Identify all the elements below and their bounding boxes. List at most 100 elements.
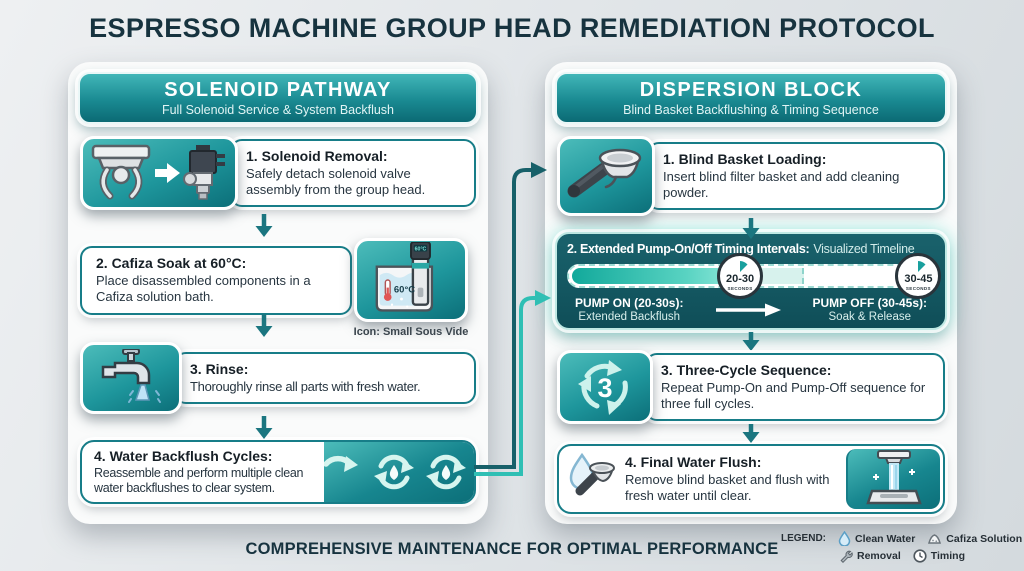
- step-body: Safely detach solenoid valve assembly fr…: [246, 165, 426, 197]
- step-body: Repeat Pump-On and Pump-Off sequence for…: [661, 379, 926, 411]
- faucet-icon: [80, 342, 182, 414]
- flush-graphic: [866, 450, 922, 505]
- group-head-removal-graphic: [91, 144, 225, 200]
- clock-badge-pump-off: 30-45 SECONDS: [895, 253, 942, 299]
- down-arrow-icon: [742, 218, 760, 239]
- sous-vide-graphic: 60°C 60°C: [375, 242, 434, 312]
- cycle-count-graphic: 3: [578, 360, 628, 415]
- recycle-droplets-graphic: [324, 454, 466, 490]
- page-title: ESPRESSO MACHINE GROUP HEAD REMEDIATION …: [89, 13, 935, 43]
- step-heading: 4. Final Water Flush:: [625, 454, 762, 471]
- pump-off-subtitle: Soak & Release: [828, 311, 911, 323]
- pump-on-block: PUMP ON (20-30s): Extended Backflush: [575, 296, 683, 323]
- wrench-icon: [840, 550, 853, 563]
- legend-item-cafiza-solution: Cafiza Solution: [927, 532, 1022, 545]
- timing-intervals-panel: 2. Extended Pump-On/Off Timing Intervals…: [555, 232, 947, 330]
- legend-item-label: Clean Water: [855, 532, 916, 545]
- legend-label: LEGEND:: [781, 533, 826, 544]
- sous-vide-caption: Icon: Small Sous Vide: [353, 326, 469, 338]
- clock-wedge-icon: [918, 261, 926, 272]
- solenoid-pathway-header: SOLENOID PATHWAY Full Solenoid Service &…: [78, 72, 478, 124]
- column-title: DISPERSION BLOCK: [639, 78, 863, 101]
- water-drop-icon: [838, 531, 851, 546]
- clock-badge-value: 30-45: [904, 273, 933, 285]
- legend-item-label: Timing: [930, 550, 966, 562]
- device: 60°C: [410, 242, 431, 306]
- step-card: 4. Water Backflush Cycles: Reassemble an…: [82, 442, 324, 502]
- down-arrow-icon: [255, 314, 273, 337]
- clock-badge-pump-on: 20-30 SECONDS: [717, 253, 764, 299]
- clock-wedge-icon: [740, 261, 748, 272]
- step-body: Remove blind basket and flush with fresh…: [625, 472, 830, 504]
- down-arrow-icon: [742, 424, 760, 443]
- step-row-blind-basket-loading: 1. Blind Basket Loading: Insert blind fi…: [557, 136, 945, 216]
- step-card: 1. Blind Basket Loading: Insert blind fi…: [647, 141, 945, 211]
- pump-on-subtitle: Extended Backflush: [578, 311, 681, 323]
- pump-off-title: PUMP OFF (30-45s):: [812, 296, 927, 310]
- legend-item-label: Removal: [857, 550, 901, 562]
- legend-item-removal: Removal: [839, 549, 901, 563]
- step-heading: 3. Three-Cycle Sequence:: [661, 361, 832, 378]
- cycle-count-number: 3: [597, 373, 612, 403]
- step-heading: 2. Cafiza Soak at 60°C:: [96, 255, 247, 271]
- step-body: Insert blind filter basket and add clean…: [663, 168, 900, 200]
- portafilter-graphic: [567, 148, 642, 198]
- three-cycle-arrows-icon: 3: [557, 350, 653, 424]
- step-body: Reassemble and perform multiple clean wa…: [94, 465, 304, 496]
- device-temp-display: 60°C: [415, 247, 427, 253]
- down-arrow-icon: [742, 332, 760, 351]
- group-head-flush-icon: [846, 449, 940, 509]
- legend-item-label: Cafiza Solution: [946, 532, 1023, 545]
- legend-row-2: Removal Timing: [839, 549, 1022, 563]
- step-card: 3. Three-Cycle Sequence: Repeat Pump-On …: [645, 352, 945, 422]
- portafilter-icon: [557, 136, 655, 216]
- down-arrow-icon: [255, 214, 273, 237]
- step-heading: 4. Water Backflush Cycles:: [94, 447, 273, 464]
- column-subtitle: Blind Basket Backflushing & Timing Seque…: [623, 102, 879, 117]
- drop-portafilter-graphic: [569, 452, 615, 496]
- down-arrow-icon: [255, 416, 273, 439]
- step-heading: 1. Solenoid Removal:: [246, 147, 388, 164]
- right-arrow-icon: [716, 303, 781, 316]
- faucet-graphic: [101, 349, 161, 403]
- step-row-water-backflush: 4. Water Backflush Cycles: Reassemble an…: [80, 440, 476, 504]
- legend-row-1: LEGEND: Clean Water Cafiza Solution: [781, 531, 1022, 546]
- water-temp-label: 60°C: [394, 284, 415, 295]
- step-heading: 3. Rinse:: [190, 360, 249, 377]
- clock-badge-value: 20-30: [726, 273, 755, 285]
- step-card: 1. Solenoid Removal: Safely detach solen…: [230, 138, 476, 208]
- group-head-to-solenoid-valve-icon: [80, 136, 238, 210]
- timing-heading-rest: Visualized Timeline: [813, 242, 915, 256]
- solenoid-pathway-panel: SOLENOID PATHWAY Full Solenoid Service &…: [68, 62, 488, 524]
- pump-on-title: PUMP ON (20-30s):: [575, 296, 684, 310]
- clock-badge-unit: SECONDS: [727, 285, 753, 291]
- timeline-pump-on-fill: [572, 268, 736, 284]
- water-recycle-cycles-icon: [324, 442, 474, 502]
- legend-item-clean-water: Clean Water: [838, 531, 915, 546]
- timing-heading-bold: 2. Extended Pump-On/Off Timing Intervals…: [567, 242, 810, 256]
- step-heading: 1. Blind Basket Loading:: [663, 150, 827, 167]
- step-row-solenoid-removal: 1. Solenoid Removal: Safely detach solen…: [80, 136, 476, 210]
- legend: LEGEND: Clean Water Cafiza Solution: [781, 531, 1022, 563]
- step-card: 4. Final Water Flush: Remove blind baske…: [625, 446, 843, 512]
- step-card: 3. Rinse: Thoroughly rinse all parts wit…: [174, 351, 476, 405]
- step-row-three-cycle: 3 3. Three-Cycle Sequence: Repeat Pump-O…: [557, 350, 945, 424]
- step-row-rinse: 3. Rinse: Thoroughly rinse all parts wit…: [80, 342, 476, 414]
- timing-heading: 2. Extended Pump-On/Off Timing Intervals…: [567, 242, 935, 256]
- column-title: SOLENOID PATHWAY: [164, 78, 392, 101]
- water-drop-portafilter-icon: [559, 446, 625, 512]
- pump-phase-labels: PUMP ON (20-30s): Extended Backflush PUM…: [567, 296, 935, 323]
- timeline-bar: 20-30 SECONDS 30-45 SECONDS: [567, 253, 942, 299]
- step-row-final-water-flush: 4. Final Water Flush: Remove blind baske…: [557, 444, 945, 514]
- column-subtitle: Full Solenoid Service & System Backflush: [161, 102, 395, 117]
- footer-tagline: COMPREHENSIVE MAINTENANCE FOR OPTIMAL PE…: [245, 540, 779, 558]
- step-body: Thoroughly rinse all parts with fresh wa…: [190, 378, 421, 394]
- legend-item-timing: Timing: [913, 549, 965, 563]
- clock-badge-unit: SECONDS: [905, 285, 931, 291]
- dispersion-block-header: DISPERSION BLOCK Blind Basket Backflushi…: [555, 72, 947, 124]
- cafiza-solution-icon: [928, 534, 942, 544]
- pump-off-block: PUMP OFF (30-45s): Soak & Release: [813, 296, 927, 323]
- dispersion-block-panel: DISPERSION BLOCK Blind Basket Backflushi…: [545, 62, 957, 524]
- sous-vide-bath-icon: 60°C 60°C: [354, 238, 468, 322]
